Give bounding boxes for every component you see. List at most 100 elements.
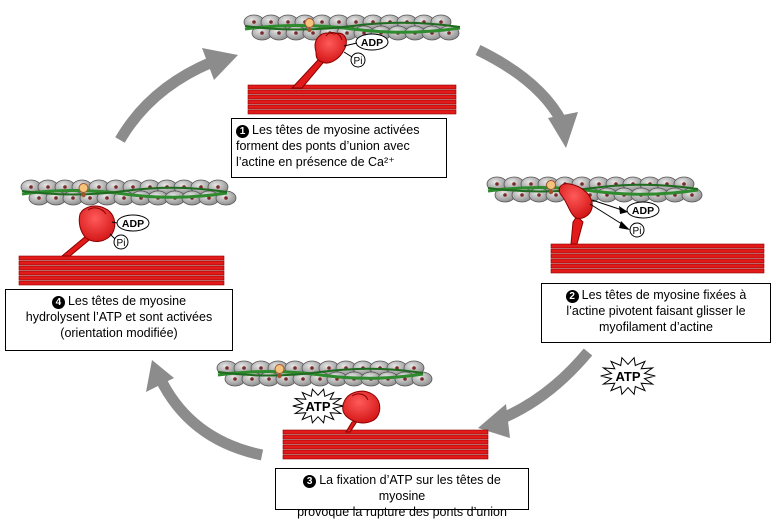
pi-bubble-stage-1: Pi bbox=[343, 51, 366, 68]
myosin-stripe bbox=[550, 248, 765, 254]
myosin-filament-stage-3 bbox=[282, 429, 489, 460]
step-number-badge: 3 bbox=[303, 475, 317, 488]
caption-line: l’actine pivotent faisant glisser le bbox=[566, 304, 746, 318]
myosin-stripe bbox=[247, 109, 457, 115]
troponin-icon bbox=[546, 180, 556, 190]
actin-dot bbox=[259, 366, 263, 370]
myosin-stripe bbox=[18, 280, 225, 286]
actin-dot bbox=[447, 31, 451, 35]
myosin-stripe bbox=[550, 253, 765, 259]
actin-dot bbox=[250, 377, 254, 381]
tropomyosin-strand bbox=[487, 186, 699, 196]
caption-line: forment des ponts d’union avec bbox=[236, 139, 410, 153]
actin-dot bbox=[682, 182, 686, 186]
binding-site-icon bbox=[307, 27, 312, 33]
atp-burst-stage-3 bbox=[292, 388, 344, 424]
pi-bubble-stage-2: Pi bbox=[629, 222, 645, 238]
myosin-head-stage-2 bbox=[558, 183, 593, 245]
actin-dot bbox=[88, 196, 92, 200]
actin-dot bbox=[537, 193, 541, 197]
adp-bubble-stage-4: ADP bbox=[111, 214, 150, 232]
actin-dot bbox=[29, 185, 33, 189]
actin-dot bbox=[337, 20, 341, 24]
actin-dot bbox=[225, 366, 229, 370]
atp-label-stage-3: ATP bbox=[305, 399, 330, 414]
actin-dot bbox=[345, 31, 349, 35]
actin-dot bbox=[597, 182, 601, 186]
actin-dot bbox=[403, 377, 407, 381]
step-number-badge: 4 bbox=[51, 296, 65, 309]
myosin-stripe bbox=[247, 94, 457, 100]
actin-dot bbox=[54, 196, 58, 200]
actin-dot bbox=[242, 366, 246, 370]
caption-line: l’actine en présence de Ca²⁺ bbox=[236, 155, 395, 169]
pi-bubble-stage-4: Pi bbox=[109, 233, 129, 250]
actin-dot bbox=[97, 185, 101, 189]
actin-dot bbox=[512, 182, 516, 186]
actin-dot bbox=[420, 377, 424, 381]
release-arrows-stage-2 bbox=[589, 199, 630, 230]
myosin-head-stage-1 bbox=[290, 32, 347, 89]
actin-dot bbox=[529, 182, 533, 186]
caption-line: Les têtes de myosine bbox=[67, 294, 187, 308]
actin-filament-stage-3 bbox=[216, 360, 433, 387]
myosin-stripe bbox=[282, 449, 489, 455]
pi-label-stage-4: Pi bbox=[117, 238, 126, 249]
curved-arrow-icon bbox=[115, 56, 215, 143]
binding-site-icon bbox=[548, 189, 554, 195]
tropomyosin-strand bbox=[244, 24, 461, 34]
binding-site-icon bbox=[81, 192, 86, 198]
caption-line: Les têtes de myosine fixées à bbox=[581, 288, 747, 302]
tropomyosin-strand bbox=[487, 183, 699, 193]
myosin-stripe bbox=[550, 258, 765, 264]
starburst-icon bbox=[600, 356, 656, 396]
actin-dot bbox=[284, 377, 288, 381]
actin-dot bbox=[269, 20, 273, 24]
actin-dot bbox=[260, 31, 264, 35]
actin-dot bbox=[362, 31, 366, 35]
troponin-icon bbox=[304, 18, 315, 28]
myosin-stripe bbox=[247, 99, 457, 105]
actin-dot bbox=[114, 185, 118, 189]
myosin-head-stage-4 bbox=[60, 205, 116, 257]
myosin-stripe bbox=[18, 270, 225, 276]
adp-label-stage-1: ADP bbox=[361, 37, 383, 49]
actin-dot bbox=[580, 182, 584, 186]
actin-dot bbox=[216, 185, 220, 189]
actin-dot bbox=[71, 196, 75, 200]
myosin-filament-stage-2 bbox=[550, 243, 765, 274]
caption-line: myofilament d’actine bbox=[599, 320, 713, 334]
pi-label-stage-1: Pi bbox=[354, 56, 363, 67]
actin-dot bbox=[105, 196, 109, 200]
caption-line: hydrolysent l’ATP et sont activées bbox=[25, 310, 213, 324]
actin-dot bbox=[122, 196, 126, 200]
myosin-stripe bbox=[282, 439, 489, 445]
tropomyosin-strand bbox=[244, 21, 461, 31]
adp-label-stage-4: ADP bbox=[122, 218, 144, 230]
myosin-stripe bbox=[18, 255, 225, 261]
curved-arrow-icon bbox=[475, 45, 567, 125]
actin-dot bbox=[294, 31, 298, 35]
actin-dot bbox=[207, 196, 211, 200]
actin-dot bbox=[327, 366, 331, 370]
myosin-stripe bbox=[550, 243, 765, 249]
actin-filament-stage-4 bbox=[20, 179, 237, 206]
actin-dot bbox=[277, 31, 281, 35]
myosin-stripe bbox=[550, 263, 765, 269]
caption-line: Les têtes de myosine activées bbox=[252, 123, 420, 137]
arrowhead-icon bbox=[146, 360, 174, 392]
starburst-icon bbox=[292, 388, 344, 424]
caption-line: provoque la rupture des ponts d’union bbox=[297, 505, 507, 519]
actin-dot bbox=[46, 185, 50, 189]
actin-dot bbox=[320, 20, 324, 24]
myosin-filament-stage-1 bbox=[247, 84, 457, 115]
curved-arrow-icon bbox=[495, 348, 593, 426]
tropomyosin-strand bbox=[21, 186, 228, 196]
actin-filament-stage-1 bbox=[243, 14, 461, 41]
myosin-stripe bbox=[282, 434, 489, 440]
myosin-stripe bbox=[18, 265, 225, 271]
actin-dot bbox=[520, 193, 524, 197]
